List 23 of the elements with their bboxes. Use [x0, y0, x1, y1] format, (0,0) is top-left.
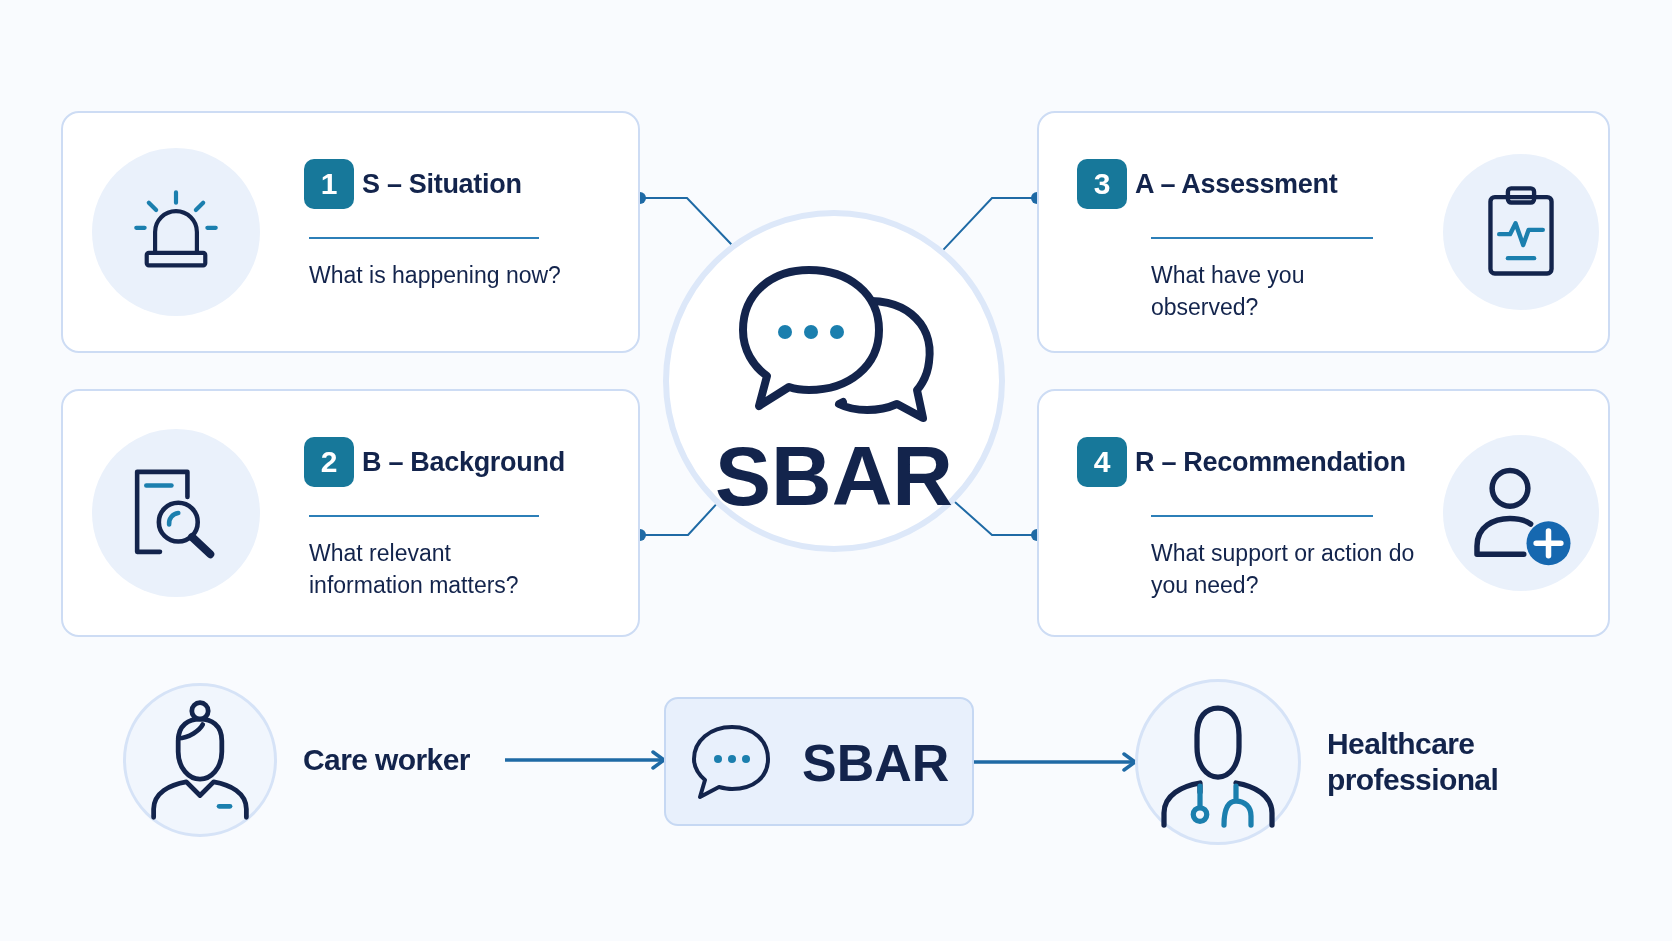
- step-card: [61, 111, 640, 353]
- box-title: SBAR: [802, 737, 950, 789]
- card-description: What support or action do you need?: [1151, 539, 1416, 600]
- hub-title: SBAR: [714, 434, 954, 518]
- step-number-badge: 3: [1077, 159, 1127, 209]
- card-description: What relevant information matters?: [309, 539, 520, 600]
- arrow: [974, 752, 1137, 772]
- card-heading: S – Situation: [362, 168, 522, 201]
- step-card: [61, 389, 640, 637]
- arrow: [505, 750, 666, 770]
- role-label: Care worker: [303, 742, 471, 778]
- step-number-badge: 4: [1077, 437, 1127, 487]
- step-number-badge: 1: [304, 159, 354, 209]
- step-card: [1037, 389, 1610, 637]
- message-box: [664, 697, 974, 826]
- role-label: Healthcare professional: [1327, 726, 1500, 798]
- step-card: [1037, 111, 1610, 353]
- step-number-badge: 2: [304, 437, 354, 487]
- card-description: What have you observed?: [1151, 261, 1306, 322]
- card-heading: R – Recommendation: [1135, 446, 1406, 479]
- card-heading: A – Assessment: [1135, 168, 1338, 201]
- card-description: What is happening now?: [309, 261, 562, 290]
- card-heading: B – Background: [362, 446, 565, 479]
